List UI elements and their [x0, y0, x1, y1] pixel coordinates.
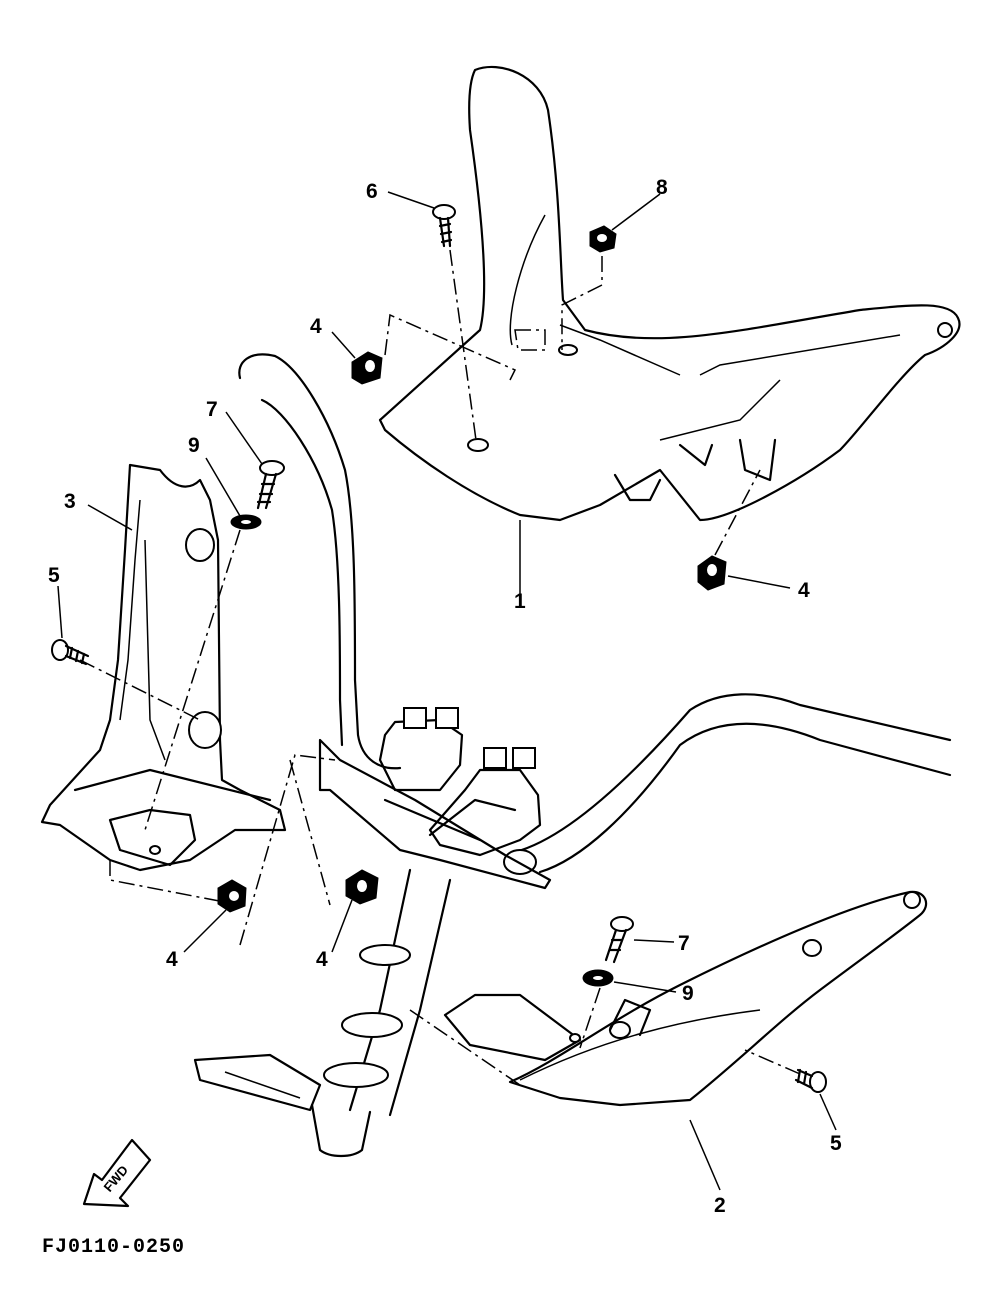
screw-6 — [432, 204, 456, 248]
fwd-arrow-icon: FWD — [82, 1138, 152, 1208]
callout-4-lower-middle: 4 — [316, 948, 328, 971]
washer-9-left — [230, 514, 262, 530]
callout-4-right: 4 — [798, 579, 810, 602]
washer-9-right — [582, 969, 614, 987]
grommet-4-right — [697, 555, 727, 591]
screw-7-right — [604, 916, 634, 964]
bolt-5-right — [794, 1068, 827, 1093]
callout-7-left: 7 — [206, 398, 218, 421]
grommet-4-lower-left — [217, 879, 247, 913]
callout-3: 3 — [64, 490, 76, 513]
part-1-front-cover — [378, 65, 961, 522]
callout-8: 8 — [656, 176, 668, 199]
callout-labels: 6 8 4 7 9 3 5 1 4 4 4 7 9 5 2 — [48, 176, 842, 1217]
grommet-4-top — [351, 351, 383, 385]
callout-1: 1 — [514, 590, 526, 613]
callout-4-lower-left: 4 — [166, 948, 178, 971]
callout-9-left: 9 — [188, 434, 200, 457]
callout-6: 6 — [366, 180, 378, 203]
callout-5-left: 5 — [48, 564, 60, 587]
bolt-5-left — [51, 639, 90, 666]
part-3-left-cover — [40, 463, 287, 872]
steering-column — [193, 707, 552, 1158]
hardware — [51, 204, 827, 1093]
callout-4-top: 4 — [310, 315, 322, 338]
callout-9-right: 9 — [682, 982, 694, 1005]
handlebar — [238, 353, 952, 875]
callout-5-right: 5 — [830, 1132, 842, 1155]
leader-lines — [57, 191, 837, 1191]
nut-8 — [589, 225, 617, 253]
callout-7-right: 7 — [678, 932, 690, 955]
grommet-4-lower-middle — [345, 869, 379, 905]
diagram-code: FJ0110-0250 — [42, 1236, 186, 1259]
assembly-lines — [79, 249, 801, 1086]
screw-7-left — [256, 460, 285, 510]
callout-2: 2 — [714, 1194, 726, 1217]
part-2-right-cover — [443, 890, 928, 1107]
